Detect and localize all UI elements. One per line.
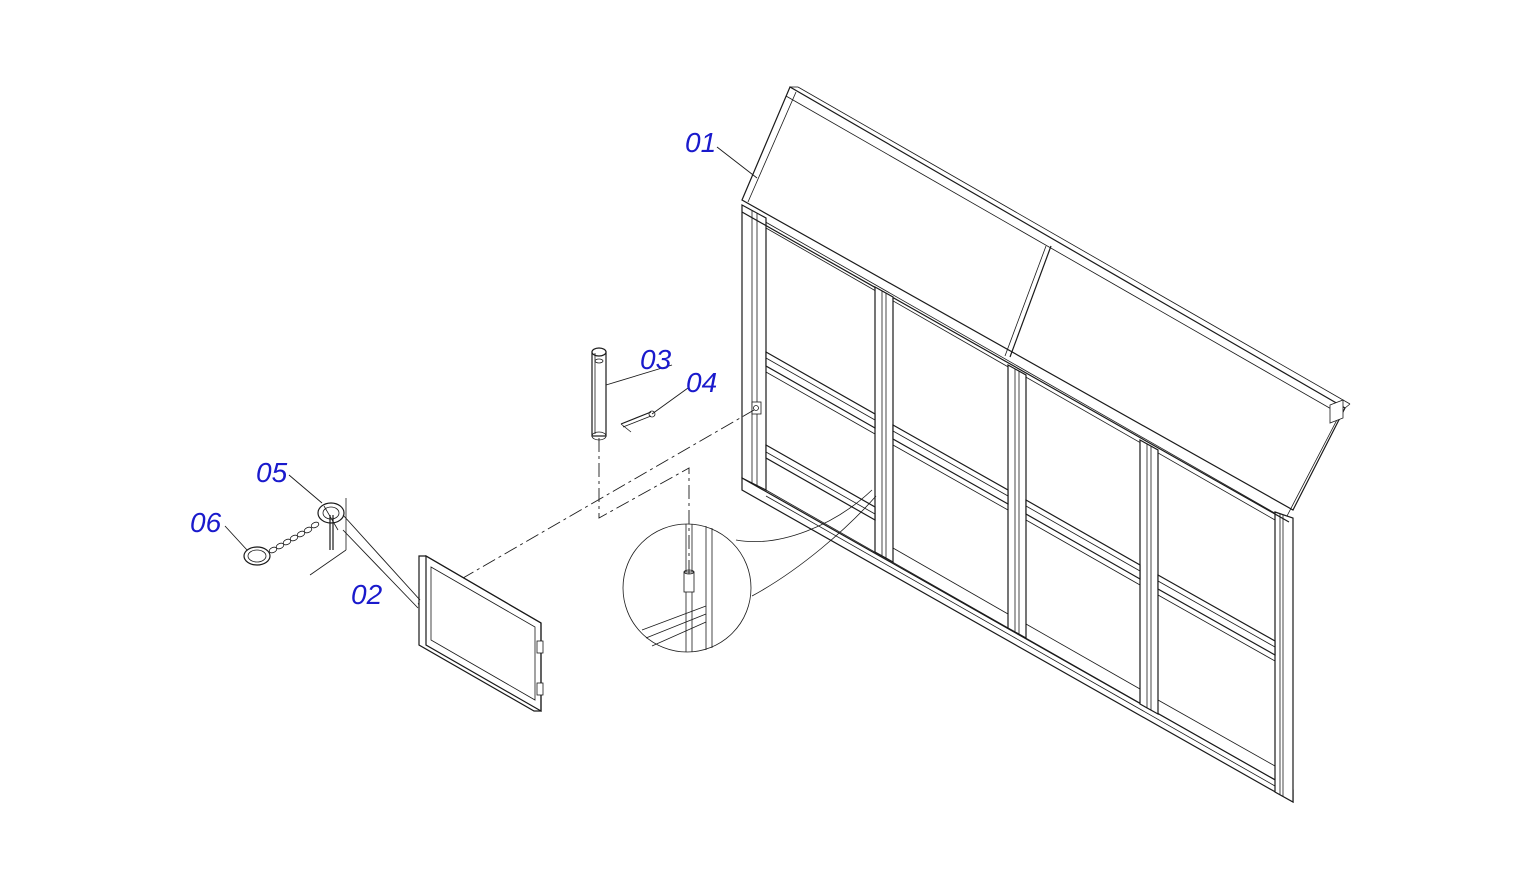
callout-01: 01 xyxy=(685,127,716,158)
frame-structure xyxy=(741,203,1294,804)
part-04-cotter-pin xyxy=(620,410,656,433)
callout-06: 06 xyxy=(190,507,222,538)
callout-05: 05 xyxy=(256,457,288,488)
assembly-center-lines xyxy=(417,409,755,605)
callout-04: 04 xyxy=(686,367,717,398)
callout-02: 02 xyxy=(351,579,383,610)
frame-canopy xyxy=(741,86,1351,521)
part-06-chain-ring xyxy=(243,521,320,566)
part-callouts: 01 02 03 04 05 06 xyxy=(190,127,717,610)
part-01-frame xyxy=(741,86,1351,804)
part-05-lynch-pin xyxy=(309,498,347,576)
part-02-door-panel xyxy=(418,554,544,713)
detail-magnified-view xyxy=(622,489,877,653)
chain-links xyxy=(268,521,320,554)
part-03-hinge-pin xyxy=(591,347,607,441)
callout-03: 03 xyxy=(640,344,672,375)
leader-lines xyxy=(224,146,758,609)
